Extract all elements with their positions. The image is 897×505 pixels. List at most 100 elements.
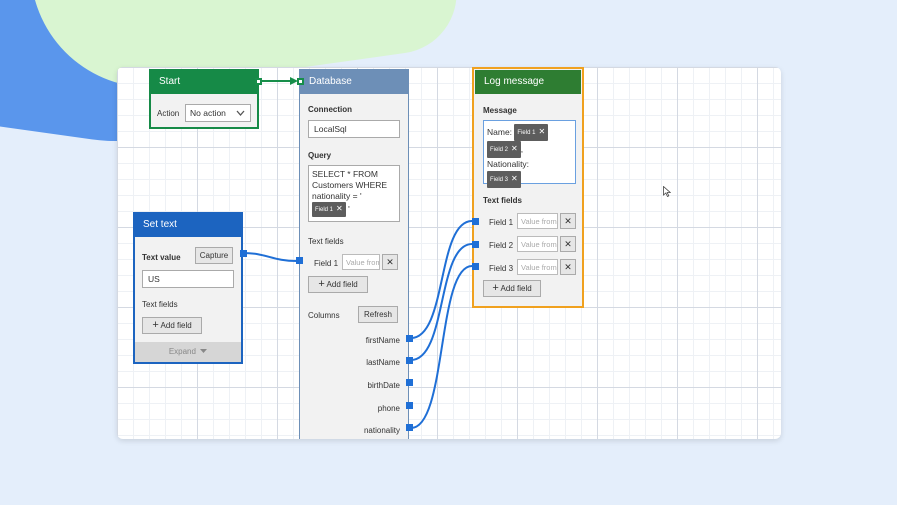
log-field1-port[interactable] xyxy=(472,218,479,225)
column-birthdate: birthDate xyxy=(367,381,400,390)
close-icon[interactable]: ✕ xyxy=(538,127,546,136)
database-node-header[interactable]: Database xyxy=(300,70,408,94)
log-text-fields-label: Text fields xyxy=(483,196,522,205)
connector-firstname-field1 xyxy=(410,220,473,339)
port-nationality[interactable] xyxy=(406,424,413,431)
columns-label: Columns xyxy=(308,311,340,320)
message-chip-field2[interactable]: Field 2✕ xyxy=(487,141,521,158)
start-output-port[interactable] xyxy=(255,78,262,85)
db-text-fields-label: Text fields xyxy=(308,237,344,246)
plus-icon: + xyxy=(152,319,159,331)
column-phone: phone xyxy=(377,404,400,413)
column-nationality: nationality xyxy=(363,426,400,435)
message-name-text: Name: xyxy=(487,126,513,137)
message-comma: , xyxy=(520,143,524,154)
log-add-field-button[interactable]: + Add field xyxy=(483,280,541,297)
db-add-field-label: Add field xyxy=(326,280,358,289)
query-textarea[interactable]: SELECT * FROM Customers WHERE nationalit… xyxy=(308,165,400,222)
chevron-down-icon xyxy=(236,110,245,116)
port-firstname[interactable] xyxy=(406,335,413,342)
set-text-node-title: Set text xyxy=(143,219,177,230)
close-icon: ✕ xyxy=(564,239,572,249)
text-value: US xyxy=(148,274,160,284)
log-field2-remove-button[interactable]: ✕ xyxy=(560,236,576,252)
connector-lastname-field2 xyxy=(410,243,473,361)
set-text-add-field-label: Add field xyxy=(160,321,192,330)
connector-settext-database xyxy=(242,252,298,262)
log-message-node[interactable]: Log message Message Name: Field 1✕ Field… xyxy=(472,67,584,308)
log-field2-placeholder: Value from xyxy=(521,240,557,249)
log-message-node-header[interactable]: Log message xyxy=(475,70,581,94)
log-field3-remove-button[interactable]: ✕ xyxy=(560,259,576,275)
connector-start-arrow xyxy=(290,77,298,85)
connector-nationality-field3 xyxy=(410,265,473,429)
chip1-label: Field 1 xyxy=(517,130,536,136)
db-add-field-button[interactable]: + Add field xyxy=(308,276,368,293)
expand-label: Expand xyxy=(168,347,196,356)
port-phone[interactable] xyxy=(406,402,413,409)
db-field1-value-input[interactable]: Value from xyxy=(342,254,380,270)
capture-button[interactable]: Capture xyxy=(195,247,233,264)
chip3-label: Field 3 xyxy=(490,177,509,183)
connection-input[interactable]: LocalSql xyxy=(308,120,400,138)
text-value-label: Text value xyxy=(142,253,181,262)
close-icon[interactable]: ✕ xyxy=(336,204,343,213)
message-textarea[interactable]: Name: Field 1✕ Field 2✕, Nationality: Fi… xyxy=(483,120,576,188)
capture-label: Capture xyxy=(199,251,229,260)
log-field2-label: Field 2 xyxy=(489,241,514,250)
chevron-down-icon xyxy=(200,349,208,353)
column-lastname: lastName xyxy=(366,358,400,367)
log-field1-remove-button[interactable]: ✕ xyxy=(560,213,576,229)
log-add-field-label: Add field xyxy=(500,284,532,293)
database-input-port[interactable] xyxy=(297,78,304,85)
log-field3-port[interactable] xyxy=(472,263,479,270)
port-birthdate[interactable] xyxy=(406,379,413,386)
connection-label: Connection xyxy=(308,105,352,114)
start-node-title: Start xyxy=(159,76,181,87)
log-field3-value-input[interactable]: Value from xyxy=(517,259,558,275)
log-field1-value-input[interactable]: Value from xyxy=(517,213,558,229)
set-text-output-port[interactable] xyxy=(240,250,247,257)
query-label: Query xyxy=(308,151,332,160)
query-tail: ' xyxy=(348,203,350,214)
message-nationality-text: Nationality: xyxy=(487,159,530,169)
refresh-button[interactable]: Refresh xyxy=(358,306,398,323)
column-firstname: firstName xyxy=(365,336,400,345)
database-node-title: Database xyxy=(309,76,352,87)
log-field1-label: Field 1 xyxy=(489,218,514,227)
connection-value: LocalSql xyxy=(314,124,347,134)
close-icon[interactable]: ✕ xyxy=(511,144,518,153)
action-select[interactable]: No action xyxy=(185,104,251,122)
database-node[interactable]: Database Connection LocalSql Query SELEC… xyxy=(299,69,409,439)
set-text-node-header[interactable]: Set text xyxy=(134,213,242,237)
query-field-chip[interactable]: Field 1✕ xyxy=(312,202,346,217)
message-chip-field1[interactable]: Field 1✕ xyxy=(514,124,549,141)
start-node-header[interactable]: Start xyxy=(150,70,258,94)
set-text-fields-label: Text fields xyxy=(142,300,178,309)
db-field1-remove-button[interactable]: ✕ xyxy=(382,254,398,270)
port-lastname[interactable] xyxy=(406,357,413,364)
action-select-value: No action xyxy=(190,108,226,118)
query-line-3: nationality = ' xyxy=(312,191,362,201)
log-message-node-title: Log message xyxy=(484,76,545,87)
log-field2-value-input[interactable]: Value from xyxy=(517,236,558,252)
set-text-node[interactable]: Set text Text value Capture US Text fiel… xyxy=(133,212,243,364)
flow-canvas[interactable]: Start Action No action Database Connecti… xyxy=(117,67,781,439)
query-chip-label: Field 1 xyxy=(315,207,334,213)
close-icon[interactable]: ✕ xyxy=(511,174,518,183)
start-node[interactable]: Start Action No action xyxy=(149,69,259,129)
query-line-2: Customers WHERE xyxy=(312,180,388,190)
log-field3-label: Field 3 xyxy=(489,264,514,273)
expand-button[interactable]: Expand xyxy=(135,342,241,362)
db-field1-placeholder: Value from xyxy=(346,258,380,267)
text-value-input[interactable]: US xyxy=(142,270,234,288)
log-field3-placeholder: Value from xyxy=(521,263,557,272)
connectors xyxy=(242,77,473,429)
set-text-add-field-button[interactable]: + Add field xyxy=(142,317,202,334)
query-line-1: SELECT * FROM xyxy=(312,169,378,179)
plus-icon: + xyxy=(492,282,499,294)
database-field1-port[interactable] xyxy=(296,257,303,264)
log-field2-port[interactable] xyxy=(472,241,479,248)
message-chip-field3[interactable]: Field 3✕ xyxy=(487,171,521,188)
close-icon: ✕ xyxy=(386,257,394,267)
